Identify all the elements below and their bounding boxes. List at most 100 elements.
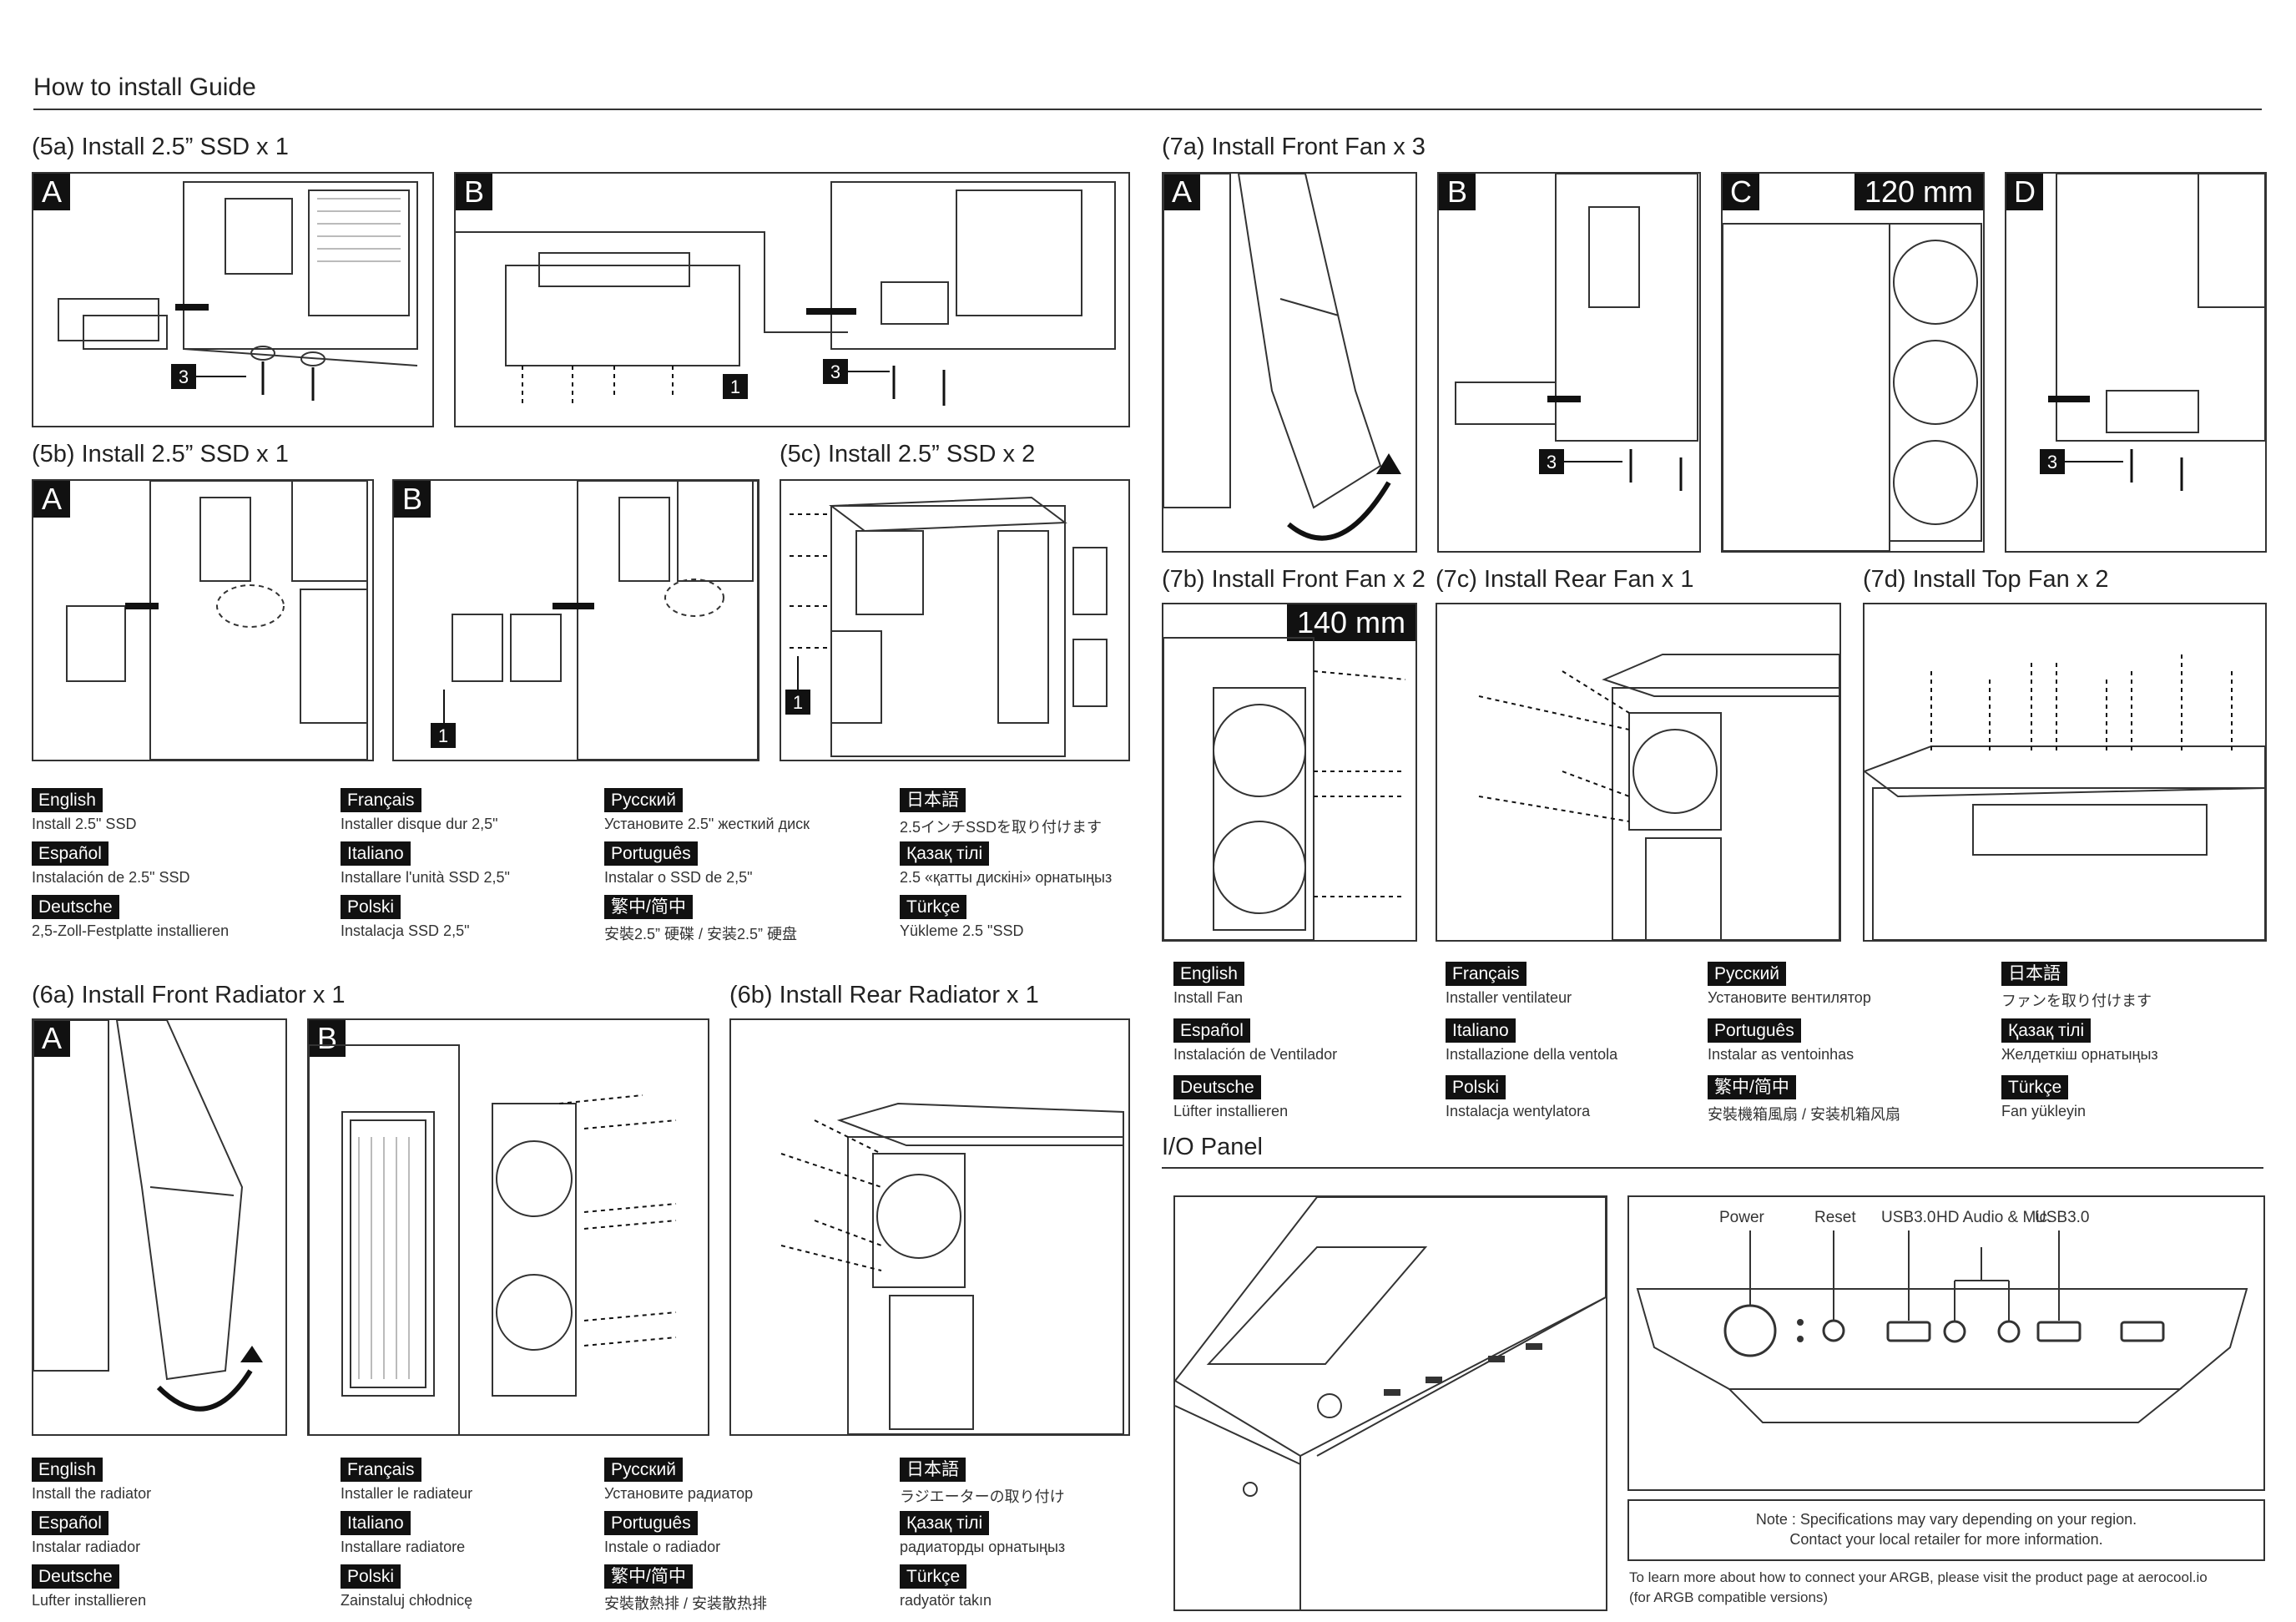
language-label: Français xyxy=(341,1458,421,1482)
section-6a-title: (6a) Install Front Radiator x 1 xyxy=(32,982,346,1008)
front-panel-removal-illustration xyxy=(33,1020,263,1412)
usb-port-1[interactable] xyxy=(1886,1321,1931,1342)
language-label: Қазақ тілі xyxy=(900,1511,990,1535)
case-top-illustration xyxy=(1175,1197,1606,1609)
dual-fan-illustration xyxy=(1163,637,1406,940)
language-instruction: Zainstaluj chłodnicę xyxy=(341,1592,473,1609)
callout-1: 1 xyxy=(793,692,803,713)
language-instruction: 2.5 «қатты дискіні» орнатыңыз xyxy=(900,869,1113,886)
io-label-usb: USB3.0 xyxy=(1881,1209,1936,1226)
front-panel-removal-illustration xyxy=(1163,174,1401,541)
audio-jack[interactable] xyxy=(1943,1320,1966,1343)
title-rule xyxy=(33,109,2262,110)
language-entry: Қазақ тілі радиаторды орнатыңыз xyxy=(900,1511,1065,1556)
mic-jack[interactable] xyxy=(1997,1320,2021,1343)
language-label: Türkçe xyxy=(2001,1075,2069,1099)
language-instruction: Installer ventilateur xyxy=(1446,989,1572,1006)
section-5b-title: (5b) Install 2.5” SSD x 1 xyxy=(32,441,289,467)
language-entry: 日本語ファンを取り付けます xyxy=(2001,962,2152,1011)
language-label: Français xyxy=(1446,962,1526,986)
language-entry: 繁中/简中安裝機箱風扇 / 安装机箱风扇 xyxy=(1708,1075,1900,1124)
note-line: Contact your local retailer for more inf… xyxy=(1789,1531,2103,1548)
language-instruction: Lufter installieren xyxy=(32,1592,147,1609)
usb-port-3[interactable] xyxy=(2120,1321,2165,1342)
language-instruction: Install Fan xyxy=(1173,989,1244,1006)
language-instruction: 安裝散熱排 / 安装散热排 xyxy=(604,1595,768,1612)
language-label: Polski xyxy=(1446,1075,1506,1099)
language-label: 繁中/简中 xyxy=(604,1564,693,1589)
language-entry: 繁中/简中安裝散熱排 / 安装散热排 xyxy=(604,1564,767,1614)
language-label: English xyxy=(32,1458,103,1482)
callout-3: 3 xyxy=(179,366,189,387)
diagram-5c: 1 xyxy=(780,479,1130,761)
callout-1: 1 xyxy=(438,725,448,746)
language-label: Русский xyxy=(604,1458,683,1482)
language-label: Deutsche xyxy=(1173,1075,1261,1099)
callout-3: 3 xyxy=(1547,452,1557,472)
language-instruction: radyatör takın xyxy=(900,1592,992,1609)
language-instruction: Installer le radiateur xyxy=(341,1485,473,1502)
section-7d-title: (7d) Install Top Fan x 2 xyxy=(1863,566,2109,593)
diagram-7a-b: B 3 xyxy=(1437,172,1701,553)
diagram-6a-b: B xyxy=(307,1018,709,1436)
language-label: Português xyxy=(604,841,698,866)
language-label: Русский xyxy=(604,788,683,812)
case-drive-bay-illustration: 3 xyxy=(1455,174,1698,491)
language-instruction: 2.5インチSSDを取り付けます xyxy=(900,819,1103,836)
language-label: Türkçe xyxy=(900,1564,967,1589)
language-label: Deutsche xyxy=(32,895,119,919)
usb-port-2[interactable] xyxy=(2036,1321,2082,1342)
language-instruction: Installazione della ventola xyxy=(1446,1046,1618,1063)
top-fan-illustration xyxy=(1865,654,2265,940)
language-label: Italiano xyxy=(341,841,411,866)
diagram-7a-c: C 120 mm xyxy=(1721,172,1985,553)
panel-tag: B xyxy=(309,1020,346,1057)
callout-3: 3 xyxy=(830,361,840,382)
language-instruction: радиаторды орнатыңыз xyxy=(900,1539,1066,1555)
language-entry: 日本語ラジエーターの取り付け xyxy=(900,1458,1065,1507)
rear-radiator-illustration xyxy=(780,1102,1124,1434)
language-label: Español xyxy=(32,841,108,866)
callout-1: 1 xyxy=(730,376,740,397)
io-label-reset: Reset xyxy=(1814,1209,1856,1226)
language-label: Türkçe xyxy=(900,895,967,919)
callout-3: 3 xyxy=(2047,452,2057,472)
diagram-7b: 140 mm xyxy=(1162,603,1417,942)
language-instruction: Instalacja wentylatora xyxy=(1446,1103,1591,1119)
language-label: 繁中/简中 xyxy=(604,895,693,919)
power-button[interactable] xyxy=(1723,1304,1777,1357)
diagram-6b xyxy=(729,1018,1130,1436)
section-7b-title: (7b) Install Front Fan x 2 xyxy=(1162,566,1426,593)
argb-footnote: To learn more about how to connect your … xyxy=(1629,1569,2208,1585)
language-instruction: ラジエーターの取り付け xyxy=(900,1488,1065,1505)
language-label: Français xyxy=(341,788,421,812)
reset-button[interactable] xyxy=(1822,1319,1845,1342)
diagram-5a-a: A 3 xyxy=(32,172,434,427)
language-instruction: Instalar as ventoinhas xyxy=(1708,1046,1854,1063)
language-instruction: 安裝機箱風扇 / 安装机箱风扇 xyxy=(1708,1106,1901,1123)
io-rule xyxy=(1162,1167,2263,1169)
language-label: Italiano xyxy=(1446,1018,1516,1043)
section-7a-title: (7a) Install Front Fan x 3 xyxy=(1162,134,1426,160)
language-instruction: Instalar radiador xyxy=(32,1539,141,1555)
side-mount-illustration: 1 xyxy=(431,481,758,760)
language-label: Deutsche xyxy=(32,1564,119,1589)
section-io-title: I/O Panel xyxy=(1162,1134,1263,1160)
language-instruction: 2,5-Zoll-Festplatte installieren xyxy=(32,922,230,939)
panel-tag: A xyxy=(1163,174,1200,210)
